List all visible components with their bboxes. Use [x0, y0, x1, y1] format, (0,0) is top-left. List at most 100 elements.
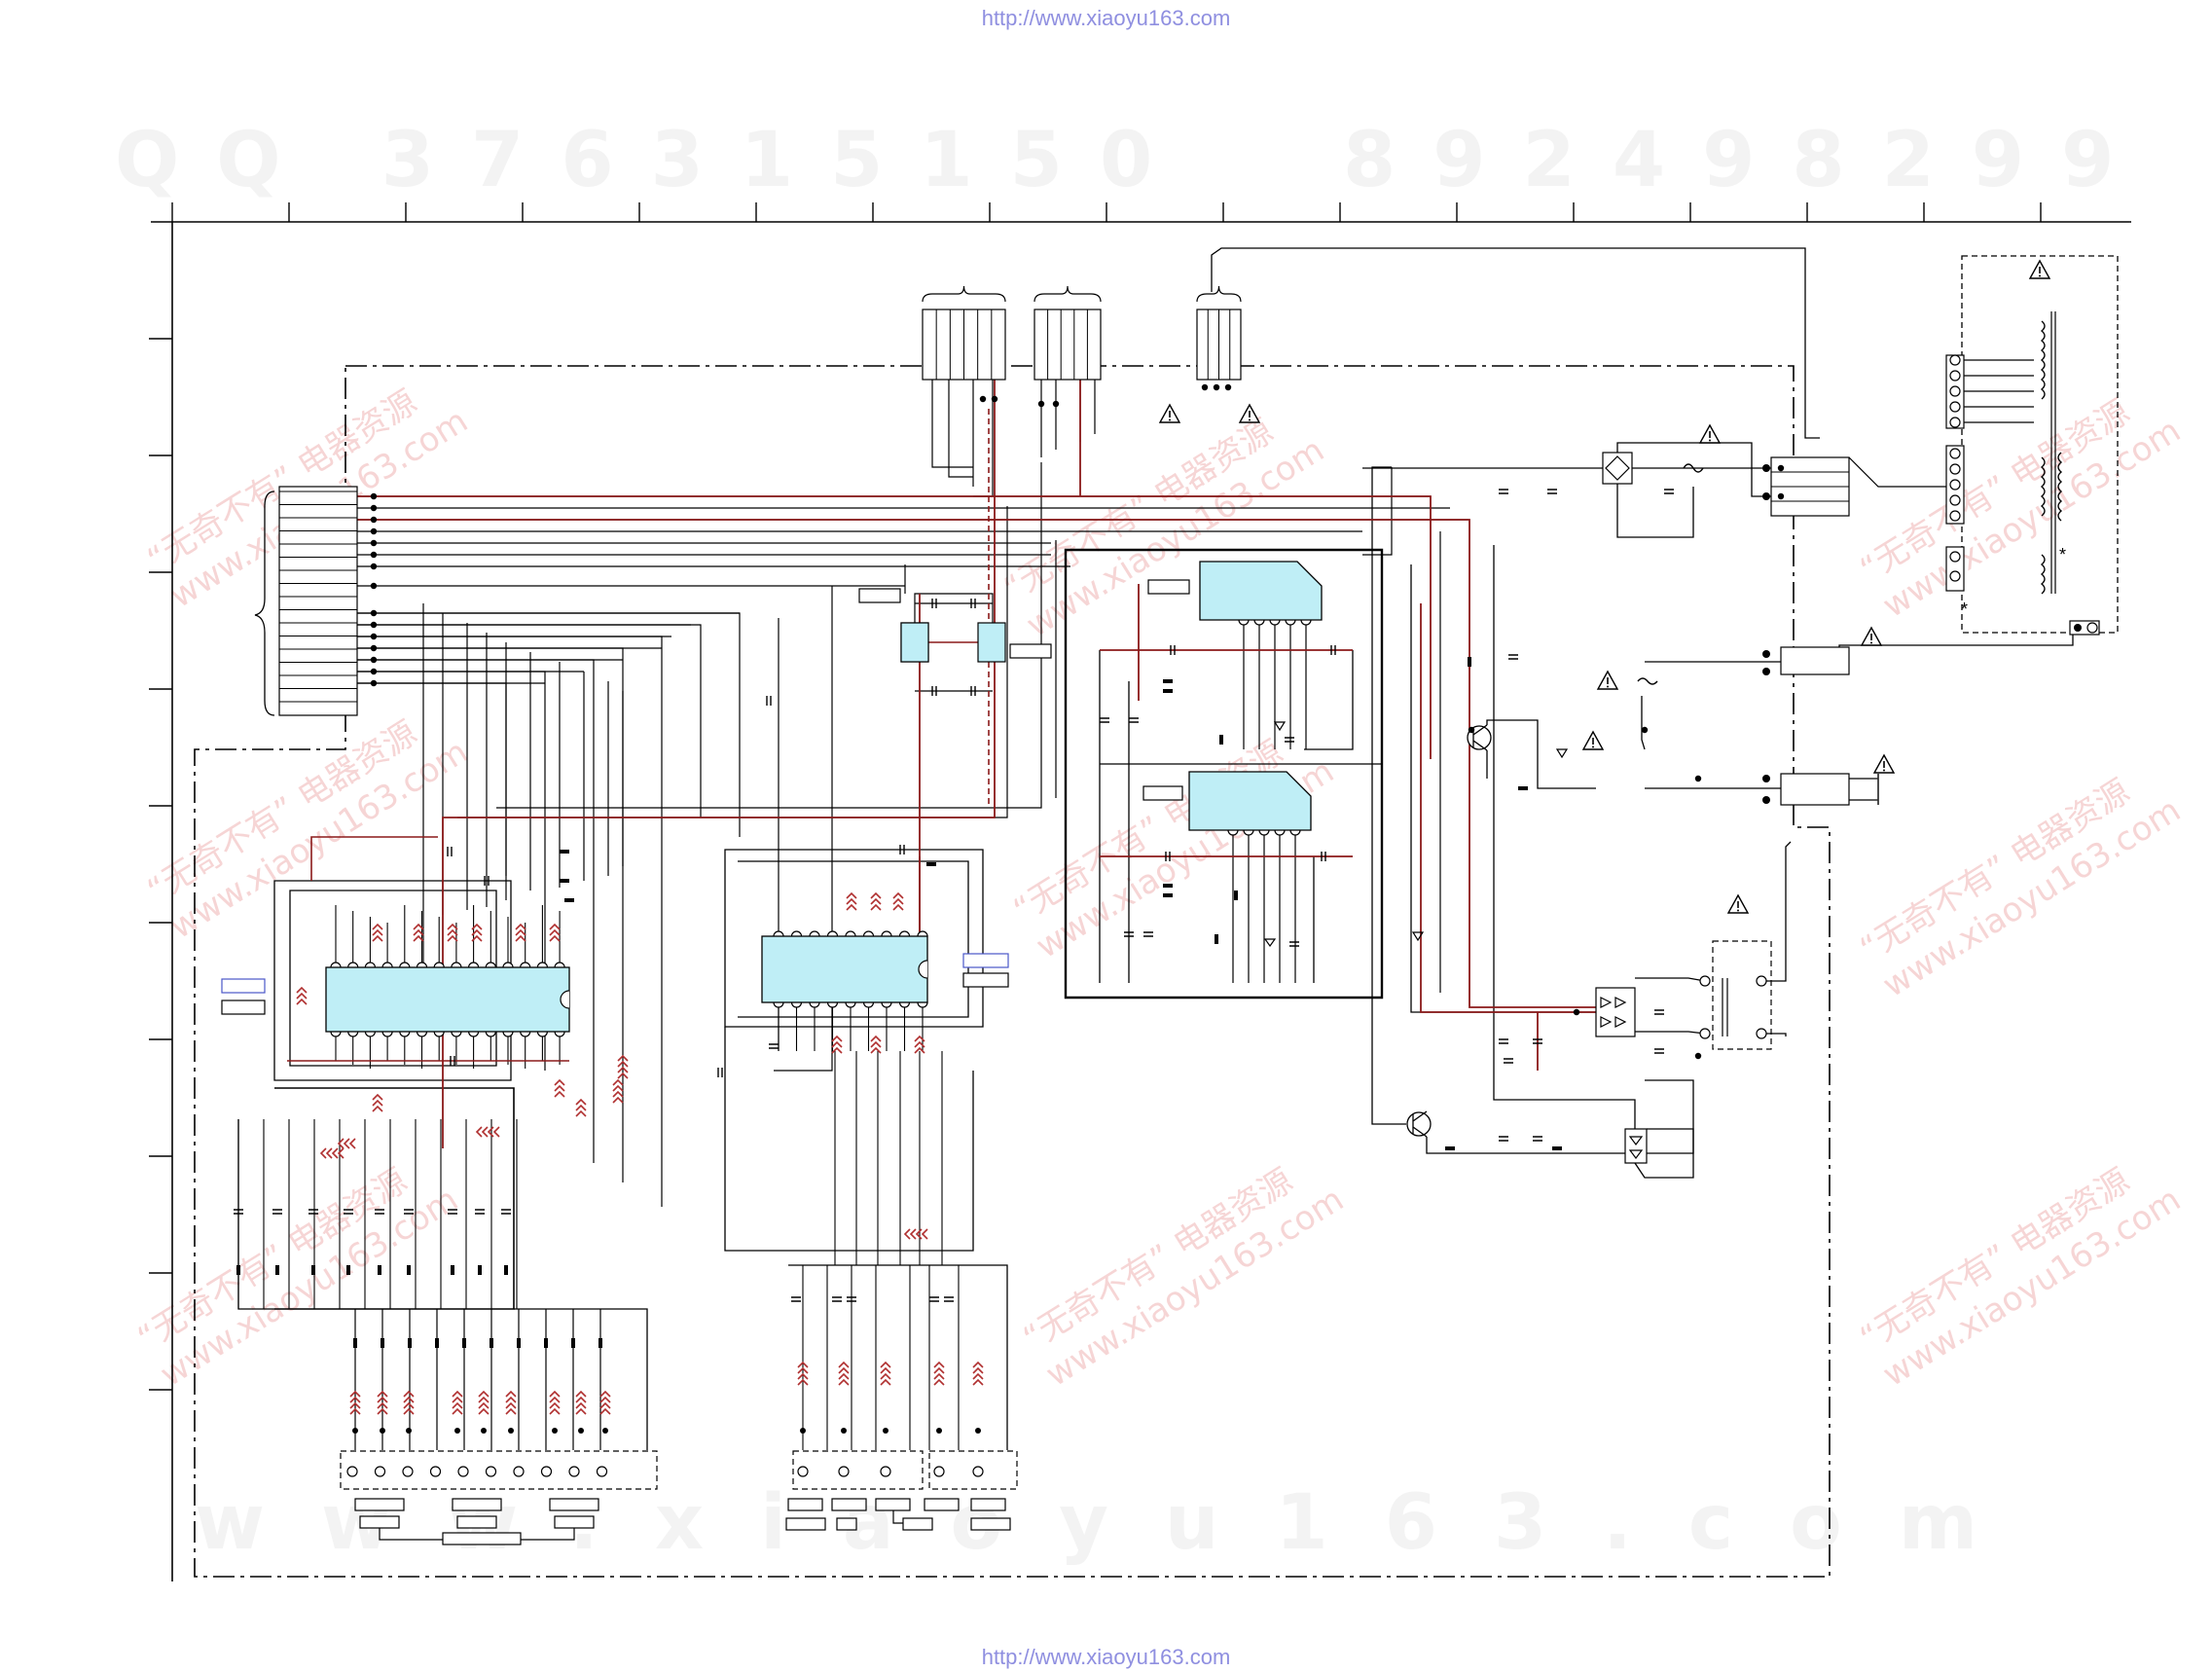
junction-dot — [1762, 775, 1770, 782]
power-unit-note: * — [1961, 600, 1968, 619]
protect-mark — [403, 1401, 415, 1409]
protect-mark — [372, 1093, 383, 1101]
resistor — [1445, 1146, 1455, 1150]
protect-mark — [914, 1040, 925, 1048]
capacitor — [234, 1209, 243, 1215]
protect-mark — [575, 1104, 587, 1111]
protect-mark — [325, 1147, 333, 1159]
pin-circle — [429, 1466, 442, 1477]
protect-mark — [296, 986, 308, 994]
reference-labels: * * — [1961, 545, 2066, 619]
jack-label-box — [924, 1498, 960, 1511]
ac-plug-icon — [1877, 772, 1889, 807]
junction-dot — [370, 679, 378, 687]
protect-mark — [933, 1361, 945, 1368]
resistor — [564, 898, 574, 902]
protect-mark — [617, 1054, 629, 1062]
ic-label-box — [962, 953, 1009, 968]
protect-mark — [372, 928, 383, 936]
protect-mark — [505, 1401, 517, 1409]
jack-label-box — [970, 1517, 1011, 1531]
pin-circle — [880, 1466, 891, 1477]
transistor — [1412, 1110, 1428, 1138]
protect-mark — [452, 1390, 463, 1398]
protect-mark — [838, 1378, 850, 1386]
protection-marks — [296, 891, 984, 1415]
junction-dot — [508, 1428, 514, 1434]
junction-dot — [1762, 668, 1770, 675]
protect-mark — [372, 934, 383, 942]
jack-board-outline — [792, 1450, 924, 1490]
top-connector — [1033, 309, 1102, 381]
ic-label-box — [221, 978, 266, 994]
transformer-winding — [2057, 452, 2063, 522]
wire — [1211, 247, 1820, 439]
protect-mark — [892, 891, 904, 899]
capacitor — [501, 1209, 511, 1215]
wire — [931, 380, 973, 468]
protect-mark — [343, 1138, 350, 1149]
power-wire — [357, 519, 1635, 1008]
protect-mark — [505, 1390, 517, 1398]
protect-mark — [846, 897, 857, 905]
resistor — [407, 1265, 411, 1275]
source-url-top: http://www.xiaoyu163.com — [981, 6, 1231, 30]
diode — [1273, 721, 1287, 732]
protect-mark — [921, 1228, 928, 1240]
protect-mark — [870, 1040, 882, 1048]
junction-dot — [552, 1428, 558, 1434]
protect-mark — [838, 1361, 850, 1368]
protect-mark — [515, 928, 526, 936]
pin-circle — [568, 1466, 580, 1477]
protect-mark — [549, 928, 561, 936]
components — [221, 285, 2100, 1545]
capacitor — [475, 1209, 485, 1215]
junction-dot — [1052, 400, 1060, 408]
wire — [788, 1264, 1008, 1450]
transformer-outline — [1961, 255, 2119, 634]
protect-mark — [492, 1126, 500, 1138]
rectifier-bank — [1595, 987, 1636, 1037]
protect-mark — [478, 1390, 490, 1398]
protect-mark — [372, 923, 383, 930]
protect-mark — [349, 1407, 361, 1415]
protect-mark — [797, 1372, 809, 1380]
connector-brace — [1033, 285, 1102, 303]
jack-label-box — [970, 1498, 1006, 1511]
protect-mark — [478, 1407, 490, 1415]
junction-dot — [1694, 1052, 1702, 1060]
pin-circle — [797, 1466, 809, 1477]
coupling-ic — [977, 622, 1006, 663]
junction-dot — [481, 1428, 487, 1434]
protect-mark — [612, 1078, 624, 1086]
protect-mark — [549, 1390, 561, 1398]
protect-mark — [549, 934, 561, 942]
pin-circle — [1949, 570, 1961, 582]
ic-notch — [560, 990, 570, 1009]
power-wire — [357, 495, 1432, 759]
resistor — [571, 1338, 575, 1348]
wire — [1848, 456, 1946, 488]
protect-mark — [617, 1060, 629, 1068]
protect-mark — [838, 1372, 850, 1380]
resistor — [408, 1338, 412, 1348]
connector-brace — [922, 285, 1006, 303]
capacitor — [1533, 1038, 1542, 1044]
protect-mark — [575, 1098, 587, 1106]
ic-label-box — [1142, 785, 1183, 801]
wire — [892, 1510, 903, 1524]
junction-dot — [1641, 726, 1649, 734]
pin-circle — [596, 1466, 608, 1477]
capacitor — [931, 686, 937, 696]
protect-mark — [549, 1401, 561, 1409]
protect-mark — [403, 1396, 415, 1403]
junction-dot — [370, 668, 378, 675]
capacitor — [970, 599, 976, 608]
protect-mark — [831, 1035, 843, 1042]
wire — [521, 1528, 575, 1541]
protect-mark — [617, 1066, 629, 1073]
pin-circle — [1949, 463, 1961, 475]
resistor — [490, 1338, 493, 1348]
junction-dot — [370, 644, 378, 652]
protect-mark — [349, 1401, 361, 1409]
